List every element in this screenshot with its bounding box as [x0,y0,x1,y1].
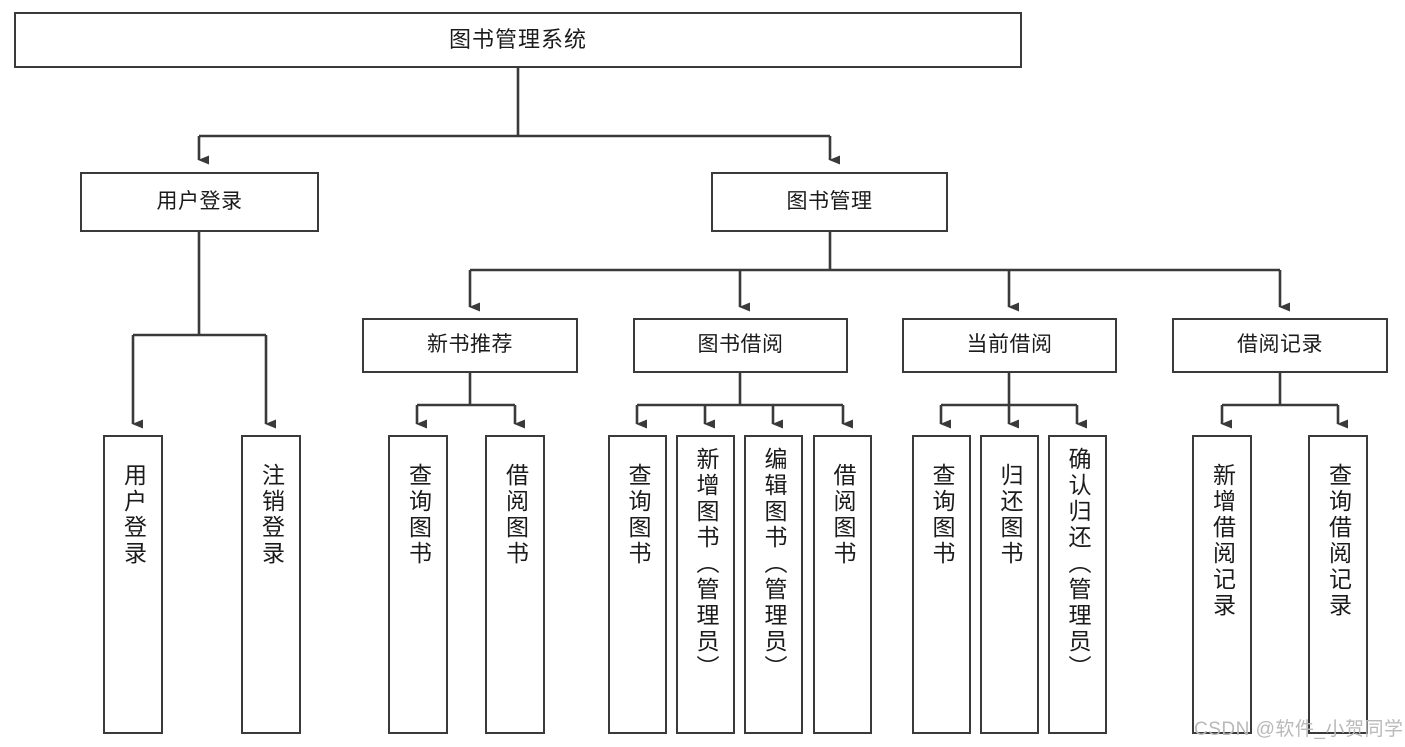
node-borrow-record[interactable]: 借阅记录 [1172,318,1388,373]
leaf-return-book[interactable]: 归还图书 [980,435,1039,734]
node-label: 归还图书 [997,463,1023,567]
node-current-borrow[interactable]: 当前借阅 [902,318,1117,373]
leaf-logout-login[interactable]: 注销登录 [241,435,301,734]
node-label: 用户登录 [120,463,147,567]
leaf-add-book-admin[interactable]: 新增图书（管理员） [676,435,735,734]
node-label: 新增图书（管理员） [693,447,719,681]
node-label: 图书管理 [786,189,873,213]
leaf-query-book-current[interactable]: 查询图书 [912,435,971,734]
node-label: 查询图书 [929,463,955,567]
node-label: 图书借阅 [697,333,784,357]
node-root-book-management-system[interactable]: 图书管理系统 [14,12,1022,68]
node-book-manage[interactable]: 图书管理 [711,172,948,232]
node-label: 注销登录 [258,463,285,567]
node-label: 新书推荐 [427,333,513,357]
node-label: 借阅图书 [830,463,856,567]
node-label: 查询借阅记录 [1325,463,1352,619]
node-label: 查询图书 [405,463,432,567]
leaf-add-borrow-record[interactable]: 新增借阅记录 [1192,435,1252,734]
node-new-book-recommend[interactable]: 新书推荐 [362,318,578,373]
csdn-watermark: CSDN @软件_小贺同学 [1194,719,1404,740]
node-book-borrow[interactable]: 图书借阅 [633,318,848,373]
node-label: 新增借阅记录 [1209,463,1236,619]
leaf-borrow-book-borrow[interactable]: 借阅图书 [813,435,872,734]
node-label: 编辑图书（管理员） [761,447,787,681]
leaf-query-borrow-record[interactable]: 查询借阅记录 [1308,435,1368,734]
node-label: 当前借阅 [966,333,1053,357]
node-label: 图书管理系统 [448,27,587,53]
leaf-edit-book-admin[interactable]: 编辑图书（管理员） [744,435,803,734]
node-label: 用户登录 [156,189,243,213]
leaf-borrow-book-recommend[interactable]: 借阅图书 [485,435,545,734]
node-label: 查询图书 [625,463,651,567]
node-label: 借阅记录 [1237,333,1323,357]
leaf-query-book-borrow[interactable]: 查询图书 [608,435,667,734]
leaf-user-login[interactable]: 用户登录 [103,435,163,734]
leaf-query-book-recommend[interactable]: 查询图书 [388,435,448,734]
node-user-login[interactable]: 用户登录 [80,172,319,232]
node-label: 借阅图书 [502,463,529,567]
leaf-confirm-return-admin[interactable]: 确认归还（管理员） [1048,435,1107,734]
node-label: 确认归还（管理员） [1065,447,1091,681]
